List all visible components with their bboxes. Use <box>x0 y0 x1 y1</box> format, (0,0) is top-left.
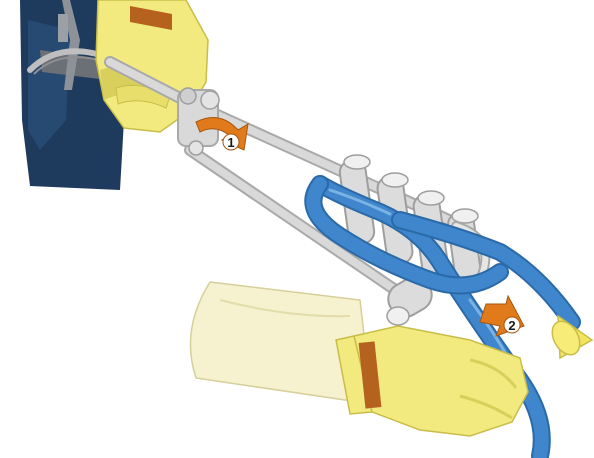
step-2-number: 2 <box>508 318 515 333</box>
step-1-number: 1 <box>227 135 234 150</box>
